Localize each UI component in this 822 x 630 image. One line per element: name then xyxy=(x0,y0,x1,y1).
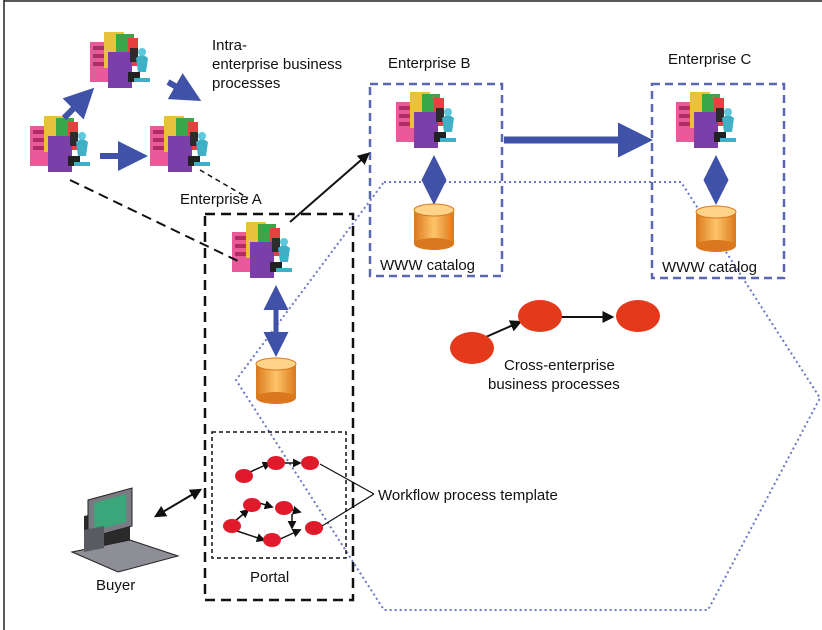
enterprise-a-box xyxy=(203,212,355,602)
callout-line-top xyxy=(319,463,375,495)
server-cluster-icon xyxy=(676,92,736,148)
cross-node-1 xyxy=(450,332,494,364)
enterprise-c-label: Enterprise C xyxy=(668,51,752,68)
buyer-label: Buyer xyxy=(96,577,135,594)
enterprise-b-label: Enterprise B xyxy=(388,55,471,72)
intra-label-line1: Intra- xyxy=(212,37,247,54)
intra-label-line2: enterprise business xyxy=(212,56,342,73)
enterprise-a-label: Enterprise A xyxy=(180,191,262,208)
database-cylinder-icon xyxy=(695,205,737,253)
server-cluster-icon xyxy=(232,222,292,278)
arrow-a-to-b xyxy=(289,152,370,223)
cross-node-2 xyxy=(518,300,562,332)
server-cluster-icon xyxy=(150,116,210,172)
cross-enterprise-hexagon xyxy=(234,181,822,611)
www-catalog-b-label: WWW catalog xyxy=(380,257,475,274)
enterprise-b-box xyxy=(368,82,504,278)
intra-arrow-down xyxy=(166,73,202,101)
server-cluster-icon xyxy=(396,92,456,148)
intra-label-line3: processes xyxy=(212,75,280,92)
cross-label-line1: Cross-enterprise xyxy=(504,357,615,374)
buyer-portal-arrow xyxy=(153,488,203,518)
desktop-computer-icon xyxy=(70,487,180,573)
workflow-template xyxy=(223,456,323,547)
portal-label: Portal xyxy=(250,569,289,586)
server-cluster-icon xyxy=(90,32,150,88)
cross-node-3 xyxy=(616,300,660,332)
server-cluster-icon xyxy=(30,116,90,172)
cross-label-line2: business processes xyxy=(488,376,620,393)
database-cylinder-icon xyxy=(255,357,297,405)
database-cylinder-icon xyxy=(413,203,455,251)
dashed-link-right xyxy=(199,169,249,199)
enterprise-c-box xyxy=(650,82,786,280)
portal-box xyxy=(211,431,347,559)
workflow-label: Workflow process template xyxy=(378,487,558,504)
intra-arrow-up xyxy=(61,87,95,121)
callout-line-bottom xyxy=(321,493,375,527)
www-catalog-c-label: WWW catalog xyxy=(662,259,757,276)
